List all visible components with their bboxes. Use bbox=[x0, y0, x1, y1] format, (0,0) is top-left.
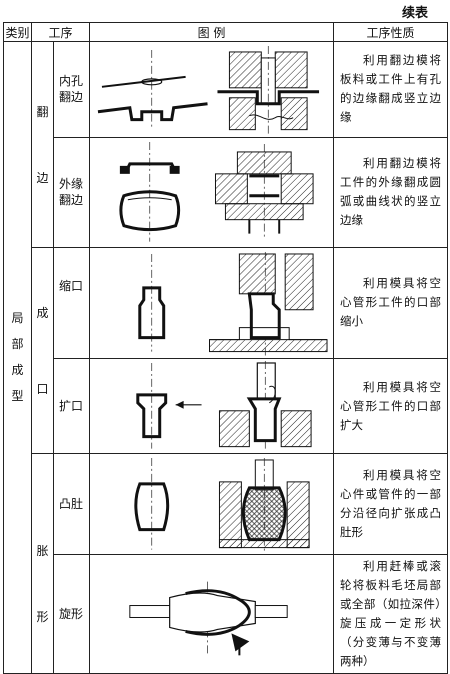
process-description: 利用模具将空心件或管件的一部分沿径向扩张成凸肚形 bbox=[333, 453, 449, 555]
category-cell: 局 部 成 型 bbox=[3, 41, 32, 674]
outer-flanging-diagram bbox=[119, 141, 314, 242]
group-char: 边 bbox=[36, 170, 49, 185]
header-category: 类别 bbox=[3, 22, 32, 42]
process-name: 扩口 bbox=[52, 357, 91, 455]
process-description: 利用模具将空心管形工件的口部扩大 bbox=[333, 357, 449, 455]
necking-diagram bbox=[138, 252, 328, 356]
group-cell-bulging: 胀 形 bbox=[31, 453, 54, 674]
table-row: 局 部 成 型 翻 边 内孔翻边 bbox=[3, 40, 449, 674]
figure-necking bbox=[89, 247, 335, 359]
group-char: 形 bbox=[36, 609, 49, 624]
group-char: 翻 bbox=[36, 104, 49, 119]
header-figure: 图 例 bbox=[89, 22, 335, 42]
group-char: 成 bbox=[36, 305, 49, 320]
category-char: 部 bbox=[11, 337, 24, 352]
hole-flanging-diagram bbox=[97, 45, 320, 134]
category-char: 型 bbox=[11, 389, 24, 404]
header-row: 类别 工序 图 例 工序性质 bbox=[3, 22, 449, 42]
table-row: 胀 形 凸肚 利用模具将空心件或管件的一部分沿径向扩张成凸肚形 bbox=[4, 453, 449, 674]
table-row: 旋形 利用赶棒或滚轮将板料毛坯局部或全部（如拉深件）旋压成一定形状（分变薄与不变… bbox=[4, 553, 449, 674]
process-name: 外缘翻边 bbox=[52, 136, 91, 249]
header-process: 工序 bbox=[30, 22, 91, 42]
group-cell-flanging: 翻 边 bbox=[31, 40, 54, 249]
figure-hole-flanging bbox=[89, 41, 335, 138]
group-char: 口 bbox=[36, 381, 49, 396]
figure-spinning bbox=[89, 553, 335, 674]
process-name: 凸肚 bbox=[52, 453, 91, 555]
category-char: 局 bbox=[11, 311, 24, 326]
spinning-diagram bbox=[129, 581, 288, 656]
bulging-diagram bbox=[134, 458, 310, 552]
table-row: 扩口 利用模具将空心管形工件的口部扩大 bbox=[4, 357, 449, 455]
process-description: 利用赶棒或滚轮将板料毛坯局部或全部（如拉深件）旋压成一定形状（分变薄与不变薄两种… bbox=[333, 553, 449, 674]
figure-outer-flanging bbox=[89, 136, 335, 249]
flaring-diagram bbox=[136, 360, 312, 451]
group-cell-mouth: 成 口 bbox=[31, 247, 54, 455]
process-name: 内孔翻边 bbox=[52, 41, 91, 138]
figure-flaring bbox=[89, 357, 335, 455]
process-name: 缩口 bbox=[52, 247, 91, 359]
process-table: 类别 工序 图 例 工序性质 局 部 成 型 翻 边 内孔翻边 bbox=[3, 22, 449, 674]
continuation-label: 续表 bbox=[401, 6, 428, 21]
category-char: 成 bbox=[11, 363, 24, 378]
process-description: 利用翻边模将板料或工件上有孔的边缘翻成竖立边缘 bbox=[333, 41, 449, 138]
process-name: 旋形 bbox=[52, 553, 91, 674]
process-description: 利用翻边模将工件的外缘翻成圆弧或曲线状的竖立边缘 bbox=[333, 136, 449, 249]
header-nature: 工序性质 bbox=[333, 22, 449, 42]
table-row: 外缘翻边 利用翻边模将工件的外缘翻成圆弧或曲线状的竖立边缘 bbox=[4, 136, 449, 249]
table-row: 成 口 缩口 利用模具将空心管形工件的口部缩小 bbox=[4, 247, 449, 455]
group-char: 胀 bbox=[36, 543, 49, 558]
figure-bulging bbox=[89, 453, 335, 555]
process-description: 利用模具将空心管形工件的口部缩小 bbox=[333, 247, 449, 359]
